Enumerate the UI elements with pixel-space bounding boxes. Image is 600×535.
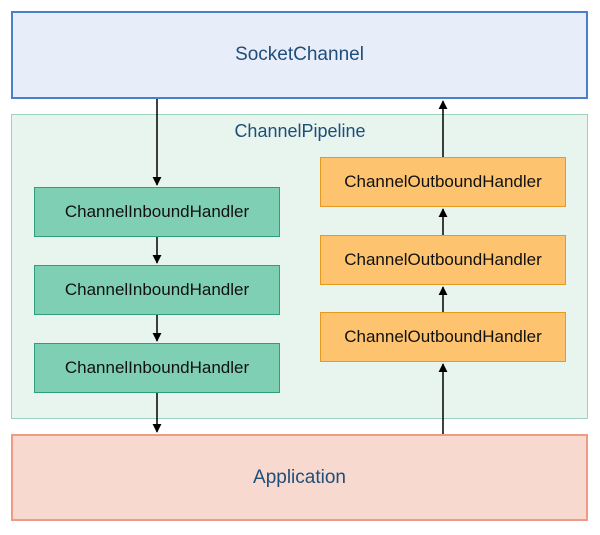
socket-channel-box: SocketChannel bbox=[11, 11, 588, 99]
inbound-handler-1: ChannelInboundHandler bbox=[34, 187, 280, 237]
channel-pipeline-label: ChannelPipeline bbox=[234, 121, 366, 141]
outbound-handler-3: ChannelOutboundHandler bbox=[320, 312, 566, 362]
outbound-handler-2: ChannelOutboundHandler bbox=[320, 235, 566, 285]
outbound-handler-label: ChannelOutboundHandler bbox=[344, 172, 542, 191]
inbound-handler-label: ChannelInboundHandler bbox=[64, 202, 250, 221]
inbound-handler-label: ChannelInboundHandler bbox=[64, 358, 250, 377]
outbound-handler-label: ChannelOutboundHandler bbox=[344, 327, 542, 346]
outbound-handler-1: ChannelOutboundHandler bbox=[320, 157, 566, 207]
outbound-handler-label: ChannelOutboundHandler bbox=[344, 250, 542, 269]
inbound-handler-2: ChannelInboundHandler bbox=[34, 265, 280, 315]
inbound-handler-label: ChannelInboundHandler bbox=[64, 280, 250, 299]
application-box: Application bbox=[11, 434, 588, 521]
application-label: Application bbox=[253, 466, 346, 488]
inbound-handler-3: ChannelInboundHandler bbox=[34, 343, 280, 393]
socket-channel-label: SocketChannel bbox=[235, 44, 364, 65]
